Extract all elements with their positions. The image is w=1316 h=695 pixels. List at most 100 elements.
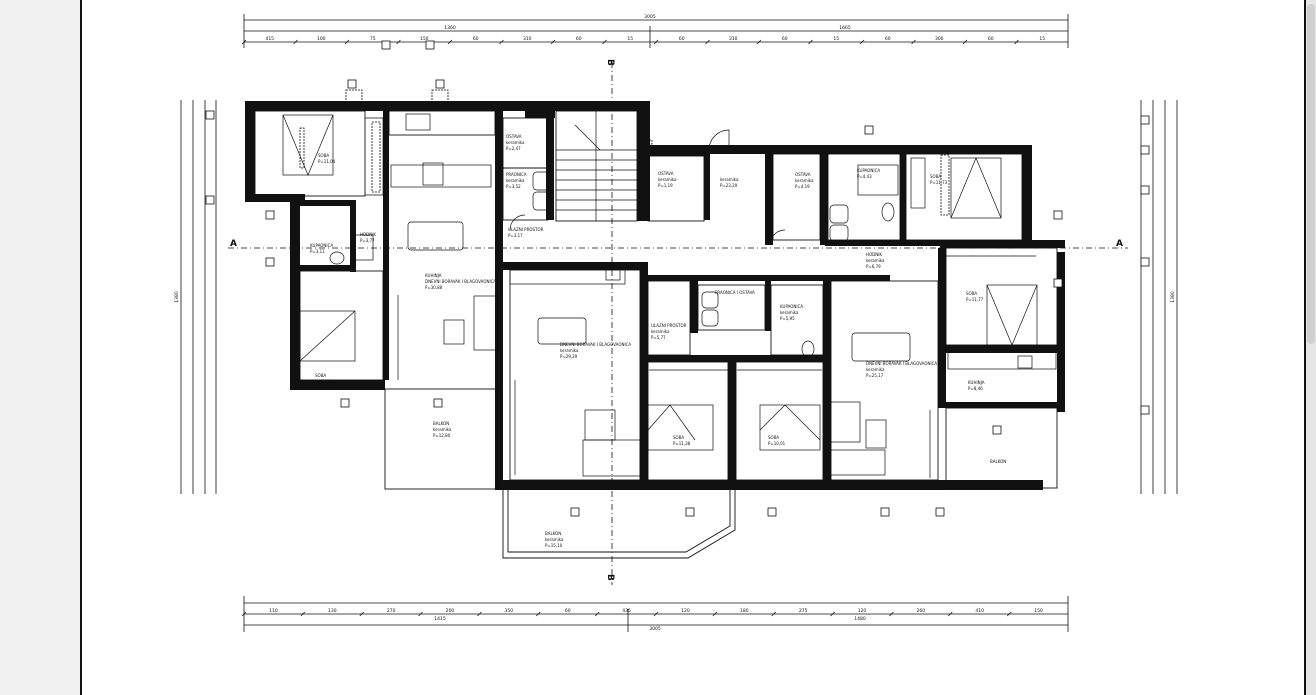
room-ula1-area: P=3,17: [508, 233, 523, 238]
window-marker: [1140, 405, 1150, 415]
wall-fixtures: [205, 40, 1150, 517]
dim-chain-value: 60: [576, 36, 582, 42]
shutter-box: [299, 127, 305, 169]
window-marker: [205, 110, 215, 120]
room-pra1-sub: keramika: [506, 178, 525, 183]
room-kup3-name: KUPAONICA: [780, 304, 803, 309]
room-dbb2-name: DNEVNI BORAVAK I BLAGOVAONICA: [560, 342, 631, 347]
window-marker: [685, 507, 695, 517]
room-dbb2-area: P=29,29: [560, 354, 578, 359]
structural-walls: [245, 101, 1065, 490]
room-ost3-name: OSTAVA: [795, 172, 811, 177]
room-ula1-name: ULAZNI PROSTOR: [508, 227, 544, 232]
window-marker: [935, 507, 945, 517]
shutter-box: [371, 121, 381, 193]
dim-chain-value: 110: [269, 608, 278, 614]
vertical-scrollbar[interactable]: [1306, 0, 1316, 695]
room-pra1-name: PRAONICA: [506, 172, 527, 177]
room-hod2-area: P=23,29: [720, 183, 738, 188]
drawing-sheet: [80, 0, 1306, 695]
room-bal1-area: P=12,80: [433, 433, 451, 438]
room-sob3-name: SOBA: [930, 174, 941, 179]
window-marker: [205, 195, 215, 205]
dimension-ticks: [241, 39, 1019, 617]
room-sob4-name: SOBA: [673, 435, 684, 440]
window-marker: [435, 79, 445, 89]
window-marker: [1140, 145, 1150, 155]
room-sob2-area: P=11,11: [315, 379, 333, 384]
window-marker: [767, 507, 777, 517]
room-kup1-name: KUPAONICA: [310, 243, 333, 248]
dim-chain-value: 100: [317, 36, 326, 42]
dim-top-left: 1360: [444, 25, 456, 31]
room-sob2-name: SOBA: [315, 373, 326, 378]
dim-chain-value: 200: [446, 608, 455, 614]
room-ost1-sub: keramika: [506, 140, 525, 145]
room-hod1-name: HODNIK: [360, 232, 376, 237]
shutter-box: [431, 89, 449, 107]
room-kuh1-name: KUHINJA: [425, 273, 442, 278]
dim-chain-value: 300: [935, 36, 944, 42]
dim-bottom-b: 1480: [854, 616, 866, 622]
dim-bottom-total: 3005: [649, 626, 661, 632]
room-sob1-name: SOBA: [318, 153, 329, 158]
room-kup3-sub: keramika: [780, 310, 799, 315]
dim-chain-value: 310: [729, 36, 738, 42]
section-b-bottom: B: [605, 574, 615, 581]
section-b-top: B: [605, 59, 615, 66]
window-marker: [1053, 278, 1063, 288]
room-ost2-name: OSTAVA: [658, 171, 674, 176]
room-bal2-area: P=15,10: [545, 543, 563, 548]
dim-chain-value: 180: [740, 608, 749, 614]
thin-walls: [254, 110, 1058, 559]
room-ula2-area: P=5,77: [651, 335, 666, 340]
room-bal1-name: BALKON: [433, 421, 449, 426]
scrollbar-thumb[interactable]: [1307, 4, 1315, 344]
dim-chain-value: 60: [565, 608, 571, 614]
room-kuh1-area: P=30,88: [425, 285, 443, 290]
room-pra2-name: PRAONICA I OSTAVA: [715, 290, 755, 295]
window-marker: [1140, 257, 1150, 267]
dim-right-total: 1380: [1170, 291, 1176, 303]
shutter-box: [345, 89, 363, 107]
dim-chain-value: 60: [473, 36, 479, 42]
room-bal2-name: BALKON: [545, 531, 561, 536]
dim-chain-value: 270: [387, 608, 396, 614]
window-marker: [1053, 210, 1063, 220]
room-sob6-name: SOBA: [966, 291, 977, 296]
dim-chain-value: 310: [523, 36, 532, 42]
room-bal3-name: BALKON: [990, 459, 1006, 464]
room-kuh3-name: KUHINJA: [968, 380, 985, 385]
section-a-right: A: [1116, 239, 1123, 249]
window-marker: [347, 79, 357, 89]
room-kup2-area: P=4,43: [857, 174, 872, 179]
room-ost3-sub: keramika: [795, 178, 814, 183]
dim-chain-value: 130: [328, 608, 337, 614]
window-marker: [433, 398, 443, 408]
room-bal1-sub: keramika: [433, 427, 452, 432]
dim-top-total: 3005: [644, 14, 656, 20]
dimension-lines: [180, 14, 1178, 632]
window-marker: [1140, 115, 1150, 125]
furniture: [282, 111, 1057, 478]
room-dbb3-name: DNEVNI BORAVAK I BLAGOVAONICA: [866, 361, 937, 366]
dim-bottom-a: 1415: [434, 616, 446, 622]
room-kup1-area: P=3,11: [310, 249, 325, 254]
dim-chain-value: 15: [1039, 36, 1045, 42]
room-hod2-sub: keramika: [720, 177, 739, 182]
window-marker: [381, 40, 391, 50]
dim-chain-value: 150: [420, 36, 429, 42]
room-kup3-area: P=5,95: [780, 316, 795, 321]
dim-chain-value: 350: [505, 608, 514, 614]
dim-chain-value: 15: [627, 36, 633, 42]
window-marker: [265, 210, 275, 220]
room-sob5-area: P=10,01: [768, 441, 786, 446]
dim-chain-value: 415: [265, 36, 274, 42]
room-sob4-area: P=11,38: [673, 441, 691, 446]
dim-chain-value: 75: [370, 36, 376, 42]
room-sob3-area: P=11,73: [930, 180, 948, 185]
room-hod1-area: P=3,77: [360, 238, 375, 243]
window-marker: [265, 257, 275, 267]
